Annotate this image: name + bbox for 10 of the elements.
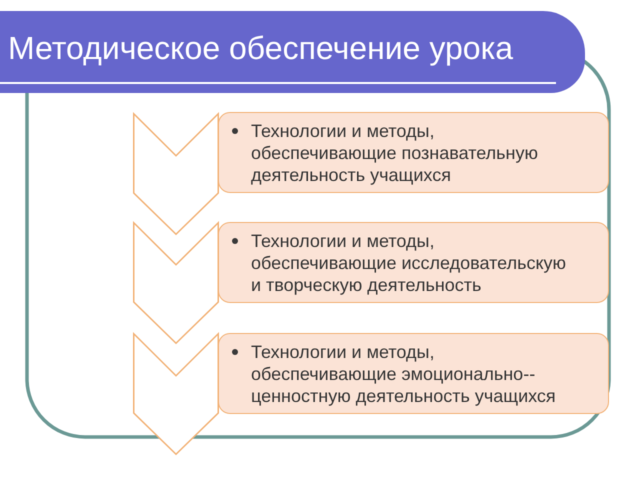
chevron-shape: [133, 113, 219, 235]
item-text: Технологии и методы, обеспечивающие эмоционально-- ценностную деятельность учащихся: [251, 340, 557, 406]
text-box: [218, 222, 609, 303]
slide-title: Методическое обеспечение урока: [8, 29, 514, 67]
item-text: Технологии и методы, обеспечивающие познавательную деятельность учащихся: [251, 120, 539, 186]
text-box: [218, 112, 609, 193]
text-box: [218, 333, 609, 414]
chevron-shape: [133, 333, 219, 455]
chevron-shape: [133, 222, 219, 344]
item-text: Технологии и методы, обеспечивающие исследовательскую и творческую деятельность: [251, 230, 568, 296]
